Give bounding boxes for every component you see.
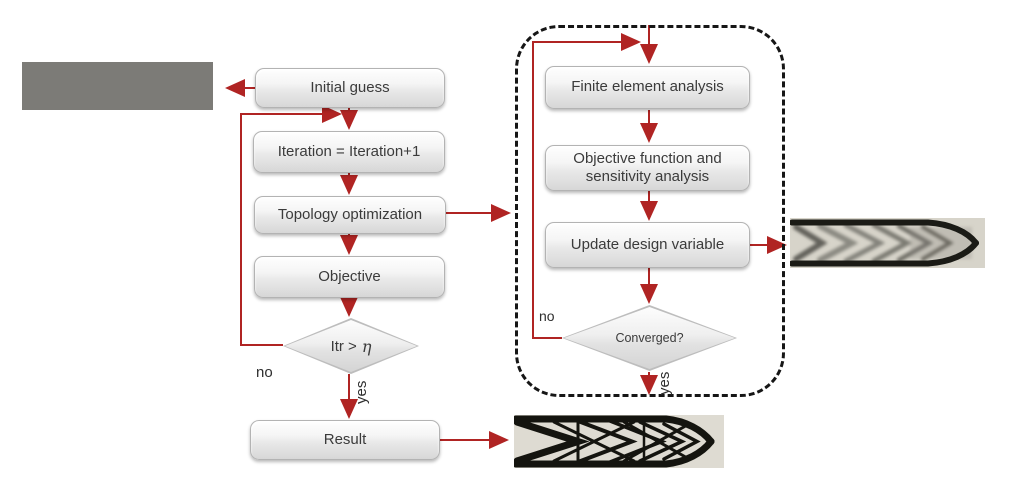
intermediate-topology-image [790, 218, 985, 268]
node-objective-sensitivity-label: Objective function and sensitivity analy… [573, 149, 722, 185]
node-result-label: Result [323, 430, 367, 448]
node-update-design-variable: Update design variable [545, 222, 750, 268]
edge-label-yes-main: yes [353, 380, 370, 404]
edge-label-no-main: no [256, 364, 273, 381]
decision-itr-label: Itr > η [283, 318, 419, 374]
node-objective: Objective [254, 256, 445, 298]
decision-itr-text: Itr > [330, 337, 357, 355]
node-result: Result [250, 420, 440, 460]
decision-converged-label: Converged? [562, 305, 737, 371]
design-domain-rectangle [22, 62, 213, 110]
node-initial-guess: Initial guess [255, 68, 445, 108]
node-update-design-variable-label: Update design variable [570, 235, 725, 253]
decision-converged-text: Converged? [615, 331, 684, 345]
node-initial-guess-label: Initial guess [310, 78, 390, 96]
node-iteration-counter: Iteration = Iteration+1 [253, 131, 445, 173]
final-topology-image [514, 415, 724, 468]
decision-itr-eta: η [361, 336, 372, 356]
edge-no-loop-main [240, 105, 342, 346]
node-finite-element-analysis: Finite element analysis [545, 66, 750, 109]
node-objective-label: Objective [318, 267, 381, 285]
edge-no-loop-sub [532, 33, 641, 339]
edge-label-no-sub: no [539, 308, 555, 324]
node-fea-label: Finite element analysis [571, 78, 724, 96]
node-decision-itr: Itr > η [283, 318, 419, 374]
node-iteration-counter-label: Iteration = Iteration+1 [277, 142, 421, 160]
node-decision-converged: Converged? [562, 305, 737, 371]
node-topology-optimization-label: Topology optimization [277, 205, 423, 223]
edge-label-yes-sub: yes [656, 371, 673, 395]
node-topology-optimization: Topology optimization [254, 196, 446, 234]
node-objective-sensitivity: Objective function and sensitivity analy… [545, 145, 750, 191]
subroutine-dashed-boundary [515, 25, 785, 397]
